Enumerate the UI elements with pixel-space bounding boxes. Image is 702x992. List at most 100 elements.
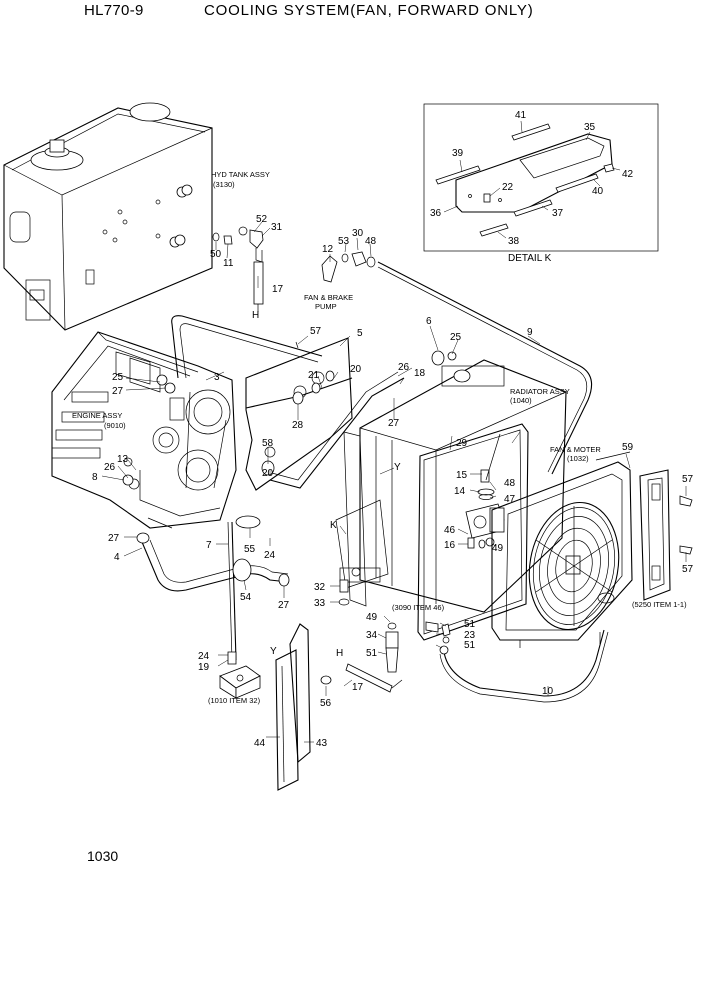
callout-40: 40	[592, 186, 604, 197]
callout-5: 5	[357, 328, 363, 339]
callout-35: 35	[584, 122, 596, 133]
callout-15: 15	[456, 470, 468, 481]
callout-25-left: 25	[112, 372, 124, 383]
callout-49-lower: 49	[366, 612, 378, 623]
callout-28: 28	[292, 420, 304, 431]
detail-k-label: DETAIL K	[508, 253, 552, 264]
callout-20-upper: 20	[350, 364, 362, 375]
callout-32: 32	[314, 582, 326, 593]
engine-ref: (9010)	[104, 421, 126, 430]
callout-25-right: 25	[450, 332, 462, 343]
callout-30: 30	[352, 228, 364, 239]
callout-22: 22	[502, 182, 514, 193]
engine-label: ENGINE ASSY	[72, 411, 122, 420]
callout-55: 55	[244, 544, 256, 555]
callout-26-right: 26	[398, 362, 410, 373]
fan-motor-label: FAN & MOTER	[550, 445, 601, 454]
callout-24-upper: 24	[264, 550, 276, 561]
view-letter-y-panel: Y	[270, 646, 277, 657]
part-number-callouts: 3 4 5 6 7 8 9 10 11 12 13 14 15 16 17 17…	[92, 110, 694, 749]
radiator-drawing	[335, 350, 567, 641]
pump-label-line1: FAN & BRAKE	[304, 293, 353, 302]
callout-20-lower: 20	[262, 468, 274, 479]
callout-11: 11	[223, 258, 234, 269]
page-title: COOLING SYSTEM(FAN, FORWARD ONLY)	[204, 2, 534, 19]
callout-51-lower: 51	[464, 640, 476, 651]
hyd-tank-label: HYD TANK ASSY	[211, 170, 270, 179]
callout-12: 12	[322, 244, 334, 255]
callout-51-centre: 51	[366, 648, 378, 659]
callout-54: 54	[240, 592, 252, 603]
callout-21: 21	[308, 370, 320, 381]
callout-57-top: 57	[310, 326, 322, 337]
hose-9	[377, 261, 593, 475]
callout-34: 34	[366, 630, 378, 641]
callout-3: 3	[214, 372, 220, 383]
callout-13: 13	[117, 454, 129, 465]
item-1010-label: (1010 ITEM 32)	[208, 696, 261, 705]
callout-8: 8	[92, 472, 98, 483]
callout-48-upper: 48	[365, 236, 377, 247]
coolant-pipes	[122, 315, 405, 661]
callout-59: 59	[622, 442, 634, 453]
hyd-tank-ref: (3130)	[213, 180, 235, 189]
callout-44: 44	[254, 738, 266, 749]
callout-4: 4	[114, 552, 120, 563]
view-letter-k: K	[330, 520, 337, 531]
callout-10: 10	[542, 686, 554, 697]
panels-43-44	[275, 623, 311, 791]
callout-53: 53	[338, 236, 350, 247]
tank-fittings	[212, 226, 264, 312]
lower-centre-parts	[320, 579, 403, 693]
detail-k-box	[423, 103, 659, 252]
view-letter-h-upper: H	[252, 310, 259, 321]
callout-29: 29	[456, 438, 468, 449]
callout-37: 37	[552, 208, 564, 219]
fan-shroud-drawing	[491, 451, 633, 648]
callout-27-left: 27	[108, 533, 120, 544]
callout-51-upper: 51	[464, 619, 476, 630]
leader-lines	[101, 120, 687, 743]
callout-38: 38	[508, 236, 520, 247]
fan-motor-ref: (1032)	[567, 454, 589, 463]
item-5250-label: (5250 ITEM 1-1)	[632, 600, 687, 609]
callout-7: 7	[206, 540, 212, 551]
callout-41: 41	[515, 110, 527, 121]
callout-16: 16	[444, 540, 456, 551]
callout-27-radiator: 27	[388, 418, 400, 429]
callout-31: 31	[271, 222, 283, 233]
callout-17-lower: 17	[352, 682, 364, 693]
callout-14: 14	[454, 486, 466, 497]
pump-fittings	[321, 251, 376, 283]
page-number: 1030	[87, 848, 119, 864]
engine-drawing	[51, 331, 237, 529]
callout-58: 58	[262, 438, 274, 449]
radiator-ref: (1040)	[510, 396, 532, 405]
callout-27-engine: 27	[112, 386, 124, 397]
radiator-label: RADIATOR ASSY	[510, 387, 570, 396]
callout-9: 9	[527, 327, 533, 338]
callout-26-left: 26	[104, 462, 116, 473]
callout-49-right: 49	[492, 543, 504, 554]
block-1010	[219, 651, 261, 699]
callout-27-lower: 27	[278, 600, 290, 611]
callout-39: 39	[452, 148, 464, 159]
callout-57-right-lower: 57	[682, 564, 694, 575]
bracket-5	[245, 337, 353, 491]
assembly-labels: HYD TANK ASSY (3130) FAN & BRAKE PUMP EN…	[72, 170, 687, 705]
callout-24-lower: 24	[198, 651, 210, 662]
callout-17-upper: 17	[272, 284, 284, 295]
callout-36: 36	[430, 208, 442, 219]
callout-19: 19	[198, 662, 210, 673]
hyd-tank-drawing	[3, 102, 213, 331]
view-letters: H H Y Y K	[252, 310, 401, 659]
callout-33: 33	[314, 598, 326, 609]
pump-label-line2: PUMP	[315, 302, 337, 311]
view-letter-y-radiator: Y	[394, 462, 401, 473]
callout-47: 47	[504, 494, 516, 505]
hose-10	[425, 621, 609, 703]
callout-50: 50	[210, 249, 222, 260]
callout-42: 42	[622, 169, 634, 180]
item-3090-label: (3090 ITEM 46)	[392, 603, 445, 612]
